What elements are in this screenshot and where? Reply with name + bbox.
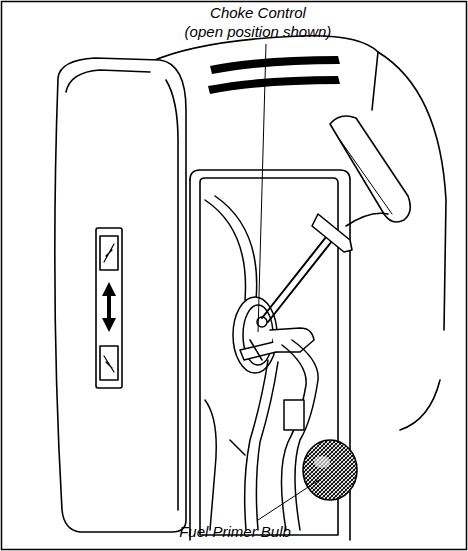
leader-lines [258,44,322,520]
primer-bulb [303,440,357,500]
callout-label: Fuel Primer Bulb [135,523,335,541]
starter-handle [262,116,410,322]
housing-lines [55,36,446,540]
carburetor-parts [205,196,318,530]
vent-slots [208,56,340,94]
callout-label: Choke Control [158,4,358,22]
decal-arrow [102,282,116,332]
callout-label: (open position shown) [158,23,358,41]
